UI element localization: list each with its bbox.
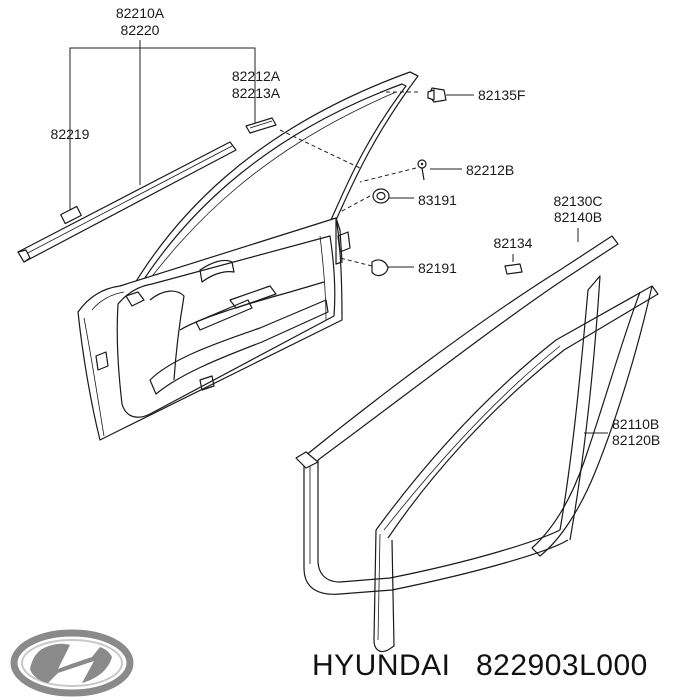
label-83191: 83191 bbox=[418, 192, 457, 208]
label-82120B: 82120B bbox=[612, 432, 660, 448]
clip-82212A bbox=[245, 117, 277, 134]
label-82220: 82220 bbox=[121, 22, 160, 38]
label-82191: 82191 bbox=[418, 260, 457, 276]
label-82213A: 82213A bbox=[232, 85, 281, 101]
door-assembly bbox=[77, 71, 419, 441]
label-82130C: 82130C bbox=[553, 193, 602, 209]
screw-82212B bbox=[417, 159, 427, 181]
grommet-83191 bbox=[372, 188, 390, 204]
fastener-82135F bbox=[427, 87, 447, 103]
clip-82134 bbox=[504, 263, 523, 275]
label-82135F: 82135F bbox=[478, 87, 525, 103]
hyundai-logo-icon bbox=[10, 629, 134, 697]
label-82210A: 82210A bbox=[116, 5, 165, 21]
belt-moulding-82210A bbox=[17, 141, 237, 263]
label-82110B: 82110B bbox=[612, 416, 659, 432]
weatherstrip-82110B bbox=[373, 285, 659, 653]
cap-82191 bbox=[371, 259, 389, 277]
brand-name: HYUNDAI bbox=[312, 649, 451, 682]
label-82212A: 82212A bbox=[232, 68, 281, 84]
part-number: 822903L000 bbox=[476, 649, 648, 682]
label-82140B: 82140B bbox=[554, 209, 602, 225]
leader-lines bbox=[69, 40, 608, 434]
label-82212B: 82212B bbox=[466, 162, 514, 178]
label-82134: 82134 bbox=[494, 235, 533, 251]
weatherstrip-82130C bbox=[295, 235, 619, 595]
